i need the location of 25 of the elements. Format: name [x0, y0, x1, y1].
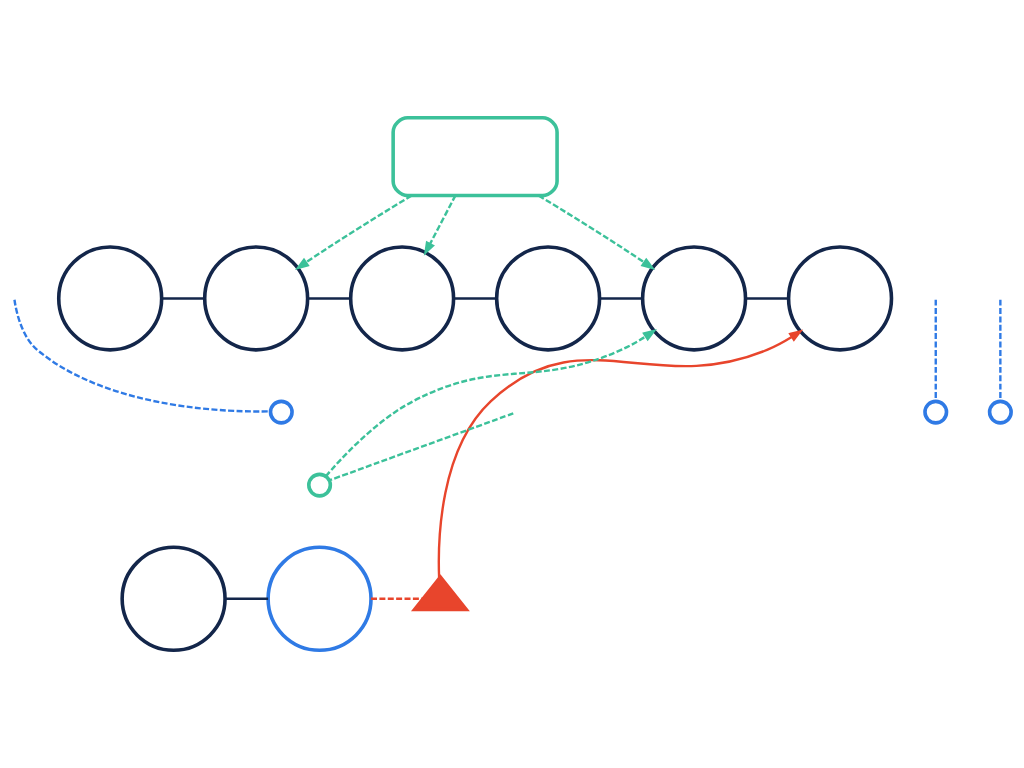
- arrow: [423, 195, 456, 256]
- connector: [307, 297, 351, 300]
- node-circle: [922, 399, 948, 425]
- node-circle: [306, 472, 332, 498]
- node-cloud: [390, 116, 559, 198]
- connector: [599, 297, 643, 300]
- connector: [745, 297, 789, 300]
- node-circle: [265, 545, 373, 652]
- connector: [225, 597, 268, 600]
- connector: [12, 299, 270, 413]
- connector: [328, 412, 514, 482]
- node-circle: [987, 399, 1013, 425]
- node-circle: [494, 245, 601, 352]
- node-circle: [348, 245, 455, 352]
- node-circle: [119, 545, 227, 652]
- node-circle: [56, 245, 163, 352]
- arrow: [437, 329, 803, 579]
- connector: [370, 597, 423, 600]
- arrow: [537, 194, 655, 270]
- node-circle: [268, 399, 294, 425]
- arrow: [324, 329, 657, 477]
- connector: [161, 297, 205, 300]
- node-triangle: [410, 574, 470, 612]
- arrow: [294, 194, 412, 270]
- connector: [453, 297, 497, 300]
